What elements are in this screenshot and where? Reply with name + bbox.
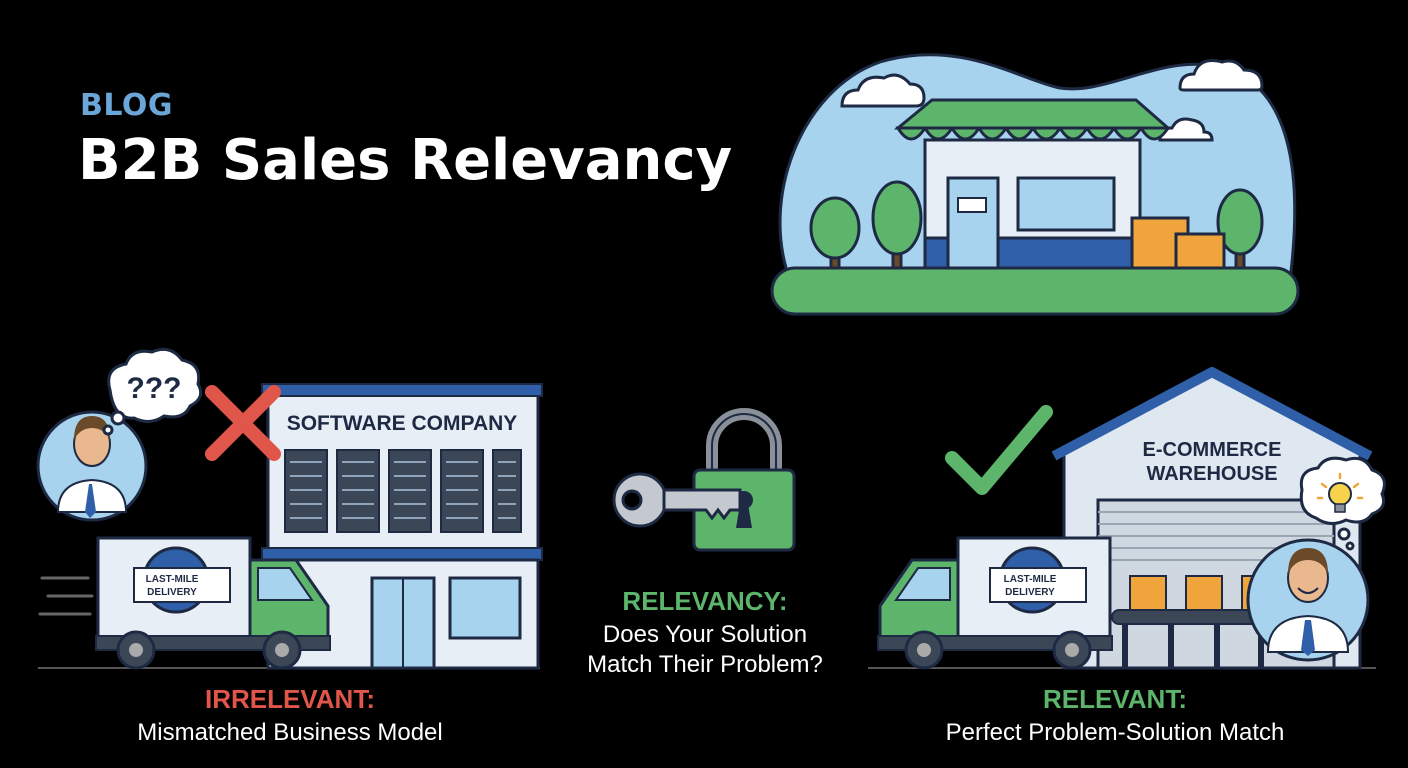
software-company-label: SOFTWARE COMPANY — [287, 412, 518, 435]
relevant-status: RELEVANT: — [1043, 684, 1187, 714]
truck-label-line1: LAST-MILE — [146, 574, 199, 585]
relevancy-status: RELEVANCY: — [622, 586, 788, 616]
relevant-description: Perfect Problem-Solution Match — [945, 719, 1285, 746]
key-icon — [612, 472, 742, 528]
warehouse-label-line2: WAREHOUSE — [1146, 463, 1277, 485]
lock-and-key — [612, 408, 796, 552]
irrelevant-description: Mismatched Business Model — [137, 719, 443, 746]
truck-label-line2: DELIVERY — [1005, 587, 1055, 598]
blog-kicker: BLOG — [80, 88, 174, 123]
truck-label-line1: LAST-MILE — [1004, 574, 1057, 585]
page-title: B2B Sales Relevancy — [78, 128, 733, 193]
right-scene: E-COMMERCE WAREHOUSE LAST-MILE DELIVERY — [868, 367, 1386, 670]
warehouse-label-line1: E-COMMERCE — [1143, 439, 1282, 461]
lightbulb-icon — [1316, 472, 1364, 513]
x-mark-icon — [205, 385, 281, 461]
irrelevant-status: IRRELEVANT: — [205, 684, 375, 714]
left-scene: SOFTWARE COMPANY LAST-MILE — [36, 347, 543, 670]
irrelevant-caption: IRRELEVANT: Mismatched Business Model — [90, 684, 490, 747]
relevant-caption: RELEVANT: Perfect Problem-Solution Match — [915, 684, 1315, 747]
relevancy-question-line2: Match Their Problem? — [587, 651, 823, 678]
truck-label-line2: DELIVERY — [147, 587, 197, 598]
relevancy-caption: RELEVANCY: Does Your Solution Match Thei… — [555, 586, 855, 679]
relevancy-question-line1: Does Your Solution — [602, 621, 808, 648]
storefront-illustration — [770, 53, 1300, 316]
confused-question-marks: ??? — [127, 372, 182, 405]
check-mark-icon — [945, 405, 1053, 495]
padlock-icon — [692, 408, 796, 552]
